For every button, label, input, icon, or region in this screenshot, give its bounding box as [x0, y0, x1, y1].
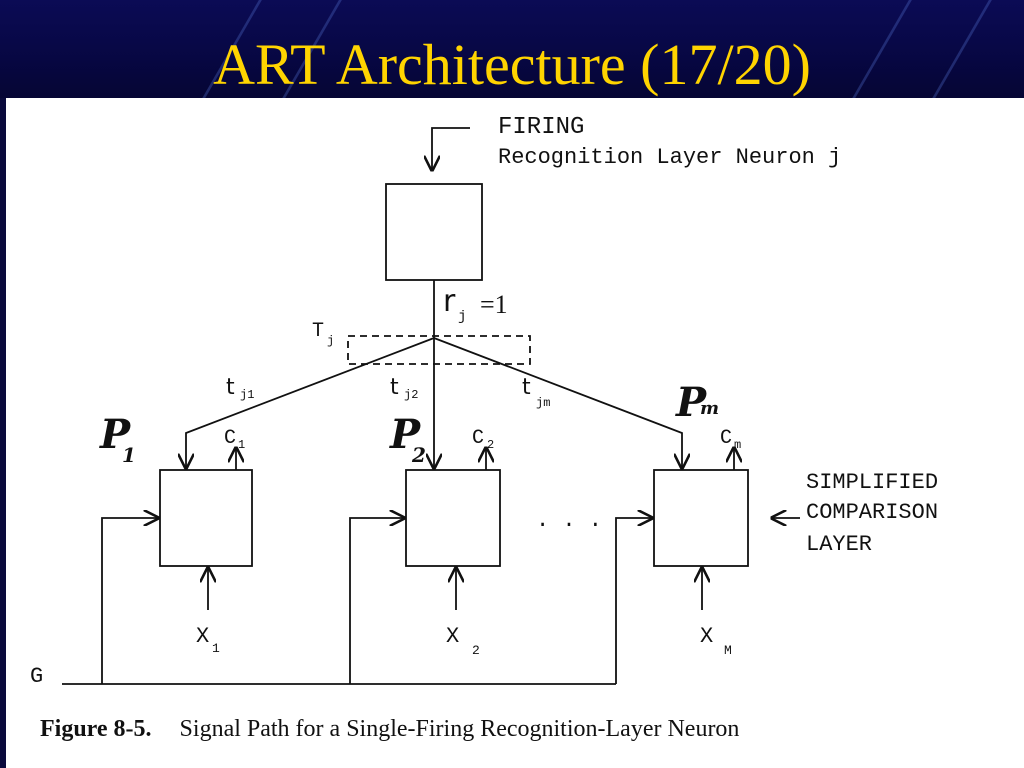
x1-subscript: 1: [212, 641, 220, 656]
weight-line-tjm: [433, 337, 682, 468]
cm-letter: C: [720, 427, 732, 450]
tj-subscript: j: [327, 334, 334, 348]
p2-subscript: 2: [411, 443, 426, 467]
x2-letter: X: [446, 624, 459, 649]
comparison-label-line3: LAYER: [806, 532, 872, 557]
c1-subscript: 1: [238, 438, 245, 452]
gain-feed-1: [101, 518, 158, 684]
xm-subscript: M: [724, 643, 732, 658]
pm-subscript: m: [700, 398, 719, 419]
p1-letter: P: [99, 411, 132, 458]
figure-caption-text: Signal Path for a Single-Firing Recognit…: [179, 716, 740, 742]
comparison-neuron-box-1: [159, 469, 253, 567]
firing-label: FIRING: [498, 114, 584, 141]
xm-letter: X: [700, 624, 713, 649]
comparison-neuron-box-m: [653, 469, 749, 567]
weight-tj2-label: t: [390, 375, 399, 400]
x2-subscript: 2: [472, 643, 480, 658]
c2-subscript: 2: [487, 438, 494, 452]
signal-path-diagram: FIRING Recognition Layer Neuron j r j =1…: [30, 114, 938, 689]
title-band: [0, 0, 1024, 100]
slide-title: ART Architecture (17/20): [213, 32, 811, 97]
output-rj-value: =1: [480, 290, 508, 319]
c2-letter: C: [472, 427, 484, 450]
comparison-neuron-box-2: [405, 469, 501, 567]
tj-dashed-box: [347, 335, 531, 365]
p2-letter: P: [389, 411, 422, 458]
recognition-layer-label: Recognition Layer Neuron j: [498, 145, 841, 170]
figure-number: Figure 8-5.: [40, 716, 152, 742]
output-rj-label: r: [443, 284, 456, 319]
comparison-label-line2: COMPARISON: [806, 500, 938, 525]
cm-subscript: m: [734, 438, 741, 452]
x1-letter: X: [196, 624, 209, 649]
p1-subscript: 1: [122, 443, 136, 467]
slide-body: [0, 98, 1024, 768]
weight-line-tj1: [186, 337, 435, 468]
slide-left-border: [0, 98, 6, 768]
tj-label: T: [312, 320, 324, 343]
c1-letter: C: [224, 427, 236, 450]
ellipsis: . . .: [536, 508, 602, 533]
recognition-neuron-box: [385, 183, 483, 281]
output-rj-subscript: j: [458, 309, 466, 325]
comparison-label-line1: SIMPLIFIED: [806, 470, 938, 495]
firing-arrow: [432, 127, 470, 170]
gain-label: G: [30, 664, 43, 689]
weight-tj1-subscript: j1: [240, 388, 254, 402]
weight-tj2-subscript: j2: [404, 388, 418, 402]
gain-feed-m: [615, 518, 652, 684]
weight-tjm-subscript: jm: [536, 396, 550, 410]
gain-feed-2: [349, 518, 404, 684]
weight-tj1-label: t: [226, 375, 235, 400]
figure-caption: Figure 8-5. Signal Path for a Single-Fir…: [40, 716, 739, 746]
pm-letter: P: [675, 379, 708, 426]
weight-tjm-label: t: [522, 375, 531, 400]
